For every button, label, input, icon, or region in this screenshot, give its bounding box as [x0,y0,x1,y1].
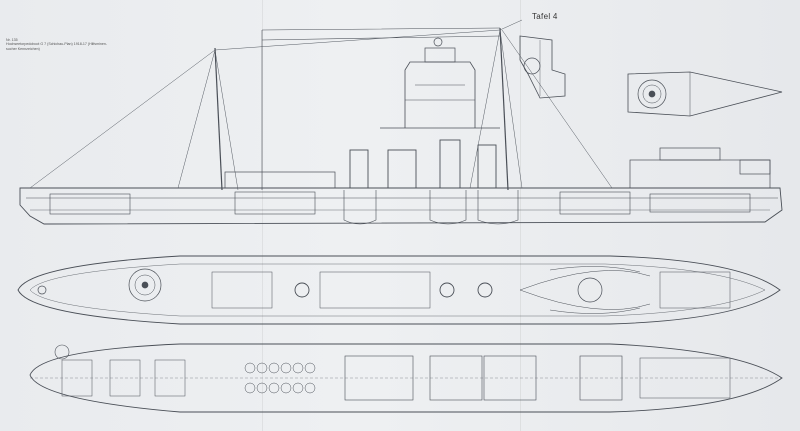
funnel [349,149,369,189]
paper-fold [520,0,521,431]
lower-deck-plan [29,343,783,413]
funnel [387,149,417,189]
crane-boom [261,27,501,190]
hull-outline [19,187,783,225]
caption-line: sucher Kennzeichen) [6,46,40,51]
forward-gun [739,159,771,175]
front-view [519,35,566,99]
rigging-lines [29,19,613,191]
lower-deck-outline [29,343,783,413]
funnel [477,144,497,189]
gun-mount [128,268,162,302]
section-view [380,37,500,129]
funnels [349,139,497,189]
bridge-top [659,147,721,161]
paper-fold [262,0,263,431]
bow-view [627,71,783,117]
main-mast [499,27,509,191]
fore-mast [214,47,223,191]
caption-line: Hochseetorpedoboot G 7 (Schichau-Plan) 1… [6,42,108,47]
deck-outline [17,255,781,325]
deck-plan [17,255,781,325]
funnel [439,139,461,189]
drawing-caption: Nr. 135 Hochseetorpedoboot G 7 (Schichau… [6,38,166,51]
engine-machinery [244,362,316,394]
plate-label: Tafel 4 [532,12,558,21]
deckhouse [224,171,336,189]
caption-line: Nr. 135 [6,38,18,42]
side-profile [19,19,783,225]
